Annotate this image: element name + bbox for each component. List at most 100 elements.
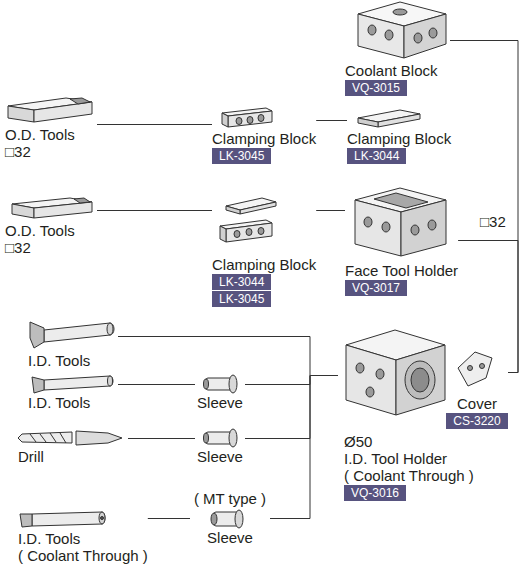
part-number: LK-3044 <box>212 274 271 290</box>
face-tool-holder-icon-part <box>382 222 390 232</box>
part-number: VQ-3017 <box>345 280 407 296</box>
connector-line <box>245 376 338 439</box>
connector-line <box>118 337 338 376</box>
part-node: Sleeve <box>195 374 245 411</box>
part-name: Sleeve <box>195 394 245 411</box>
coolant-block-icon-part <box>358 14 404 58</box>
cover-icon <box>458 352 492 386</box>
id-tool-icon-part <box>108 376 113 386</box>
od-tool-icon <box>8 98 92 122</box>
part-node: Coolant BlockVQ-3015 <box>345 0 450 96</box>
connector-line <box>148 518 190 519</box>
part-name: Sleeve <box>195 448 245 465</box>
clamping-block-icon-part <box>226 223 272 242</box>
connector-line <box>97 124 212 125</box>
id-tool-icon-part <box>32 377 44 393</box>
id-tool-holder-icon-part <box>356 363 364 373</box>
drill-icon-part <box>76 431 122 445</box>
clamping-block-icon <box>220 198 276 242</box>
part-name: Drill <box>18 448 128 465</box>
clamping-block-icon-part <box>258 115 264 122</box>
clamping-block-icon-part <box>222 113 228 127</box>
face-tool-holder-icon-part <box>411 225 419 235</box>
dimension-label: □32 <box>480 213 506 230</box>
part-name: I.D. Tool Holder <box>344 450 474 467</box>
sleeve-icon-part <box>204 433 209 443</box>
clamping-block-icon-part <box>378 114 420 127</box>
part-number: VQ-3015 <box>345 80 407 96</box>
connector-line <box>118 384 195 385</box>
part-number: LK-3044 <box>347 148 406 164</box>
face-tool-holder-icon-part <box>401 200 446 256</box>
sleeve-icon-part <box>235 510 243 528</box>
clamping-block-icon-part <box>226 206 240 214</box>
drill-icon-part <box>18 432 72 443</box>
od-tool-icon-part <box>12 204 34 218</box>
connector-line <box>316 210 345 211</box>
id-tool-holder-icon-part <box>411 368 429 392</box>
drill-icon-part <box>30 433 66 443</box>
od-tool-icon-part <box>34 202 92 218</box>
sleeve-icon <box>211 510 243 528</box>
sleeve-icon-part <box>211 513 217 525</box>
coolant-block-icon <box>358 2 446 58</box>
part-name: Coolant Block <box>345 62 450 79</box>
id-tool-icon <box>32 376 113 393</box>
part-name: ( Coolant Through ) <box>344 467 474 484</box>
id-tool-holder-icon <box>346 330 445 415</box>
sleeve-icon-part <box>229 375 237 393</box>
part-node: I.D. Tools <box>28 374 118 411</box>
clamping-block-icon-part <box>247 117 253 124</box>
coolant-block-icon-part <box>414 33 422 43</box>
face-tool-holder-icon-part <box>374 193 428 208</box>
id-tool-icon-part <box>44 323 114 342</box>
sleeve-icon-part <box>206 432 232 444</box>
id-tool-icon-part <box>30 322 44 348</box>
connector-line <box>128 438 195 439</box>
part-name: I.D. Tools <box>28 394 118 411</box>
face-tool-holder-icon-part <box>355 200 401 256</box>
od-tool-icon <box>12 198 92 218</box>
coolant-block-icon-part <box>393 9 407 15</box>
sleeve-icon-part <box>204 379 209 389</box>
face-tool-holder-icon-part <box>364 217 372 227</box>
sleeve-icon-part <box>229 429 237 447</box>
coolant-block-icon-part <box>368 25 376 35</box>
part-node: I.D. Tools( Coolant Through ) <box>18 508 148 564</box>
clamping-block-icon-part <box>234 231 240 238</box>
part-name: Clamping Block <box>212 256 316 273</box>
connector-line <box>270 376 338 519</box>
sleeve-icon-part <box>214 512 238 526</box>
od-tool-icon-part <box>74 198 90 203</box>
part-name: □32 <box>5 239 97 256</box>
face-tool-holder-icon <box>355 188 446 256</box>
cover-icon-part <box>480 364 485 369</box>
part-name: I.D. Tools <box>28 352 118 369</box>
id-tool-holder-icon-part <box>366 387 374 397</box>
clamping-block-icon-part <box>240 202 276 214</box>
id-tool-icon-part <box>32 512 105 526</box>
connector-line <box>450 41 518 373</box>
coolant-block-icon-part <box>429 28 437 38</box>
clamping-block-icon-part <box>246 229 252 236</box>
part-node: Clamping BlockLK-3044 <box>347 108 451 164</box>
clamping-block-icon <box>358 110 420 127</box>
id-tool-icon-part <box>101 517 104 520</box>
part-node: O.D. Tools□32 <box>5 96 97 160</box>
connector-line <box>245 376 338 385</box>
part-node: Clamping BlockLK-3045 <box>212 108 316 164</box>
id-tool-icon-part <box>107 323 113 335</box>
part-node: CoverCS-3220 <box>446 345 508 429</box>
part-number: LK-3045 <box>212 291 271 307</box>
part-name: Face Tool Holder <box>345 262 458 279</box>
part-node: Sleeve <box>195 428 245 465</box>
od-tool-icon-part <box>34 102 92 122</box>
id-tool-holder-icon-part <box>376 369 384 379</box>
part-number: VQ-3016 <box>344 485 406 501</box>
clamping-block-icon-part <box>358 118 378 127</box>
part-name: Sleeve <box>190 529 270 546</box>
part-node: I.D. Tools <box>28 318 118 369</box>
connector-line <box>458 241 518 373</box>
part-node: Face Tool HolderVQ-3017 <box>345 182 458 296</box>
part-name: Cover <box>446 395 508 412</box>
